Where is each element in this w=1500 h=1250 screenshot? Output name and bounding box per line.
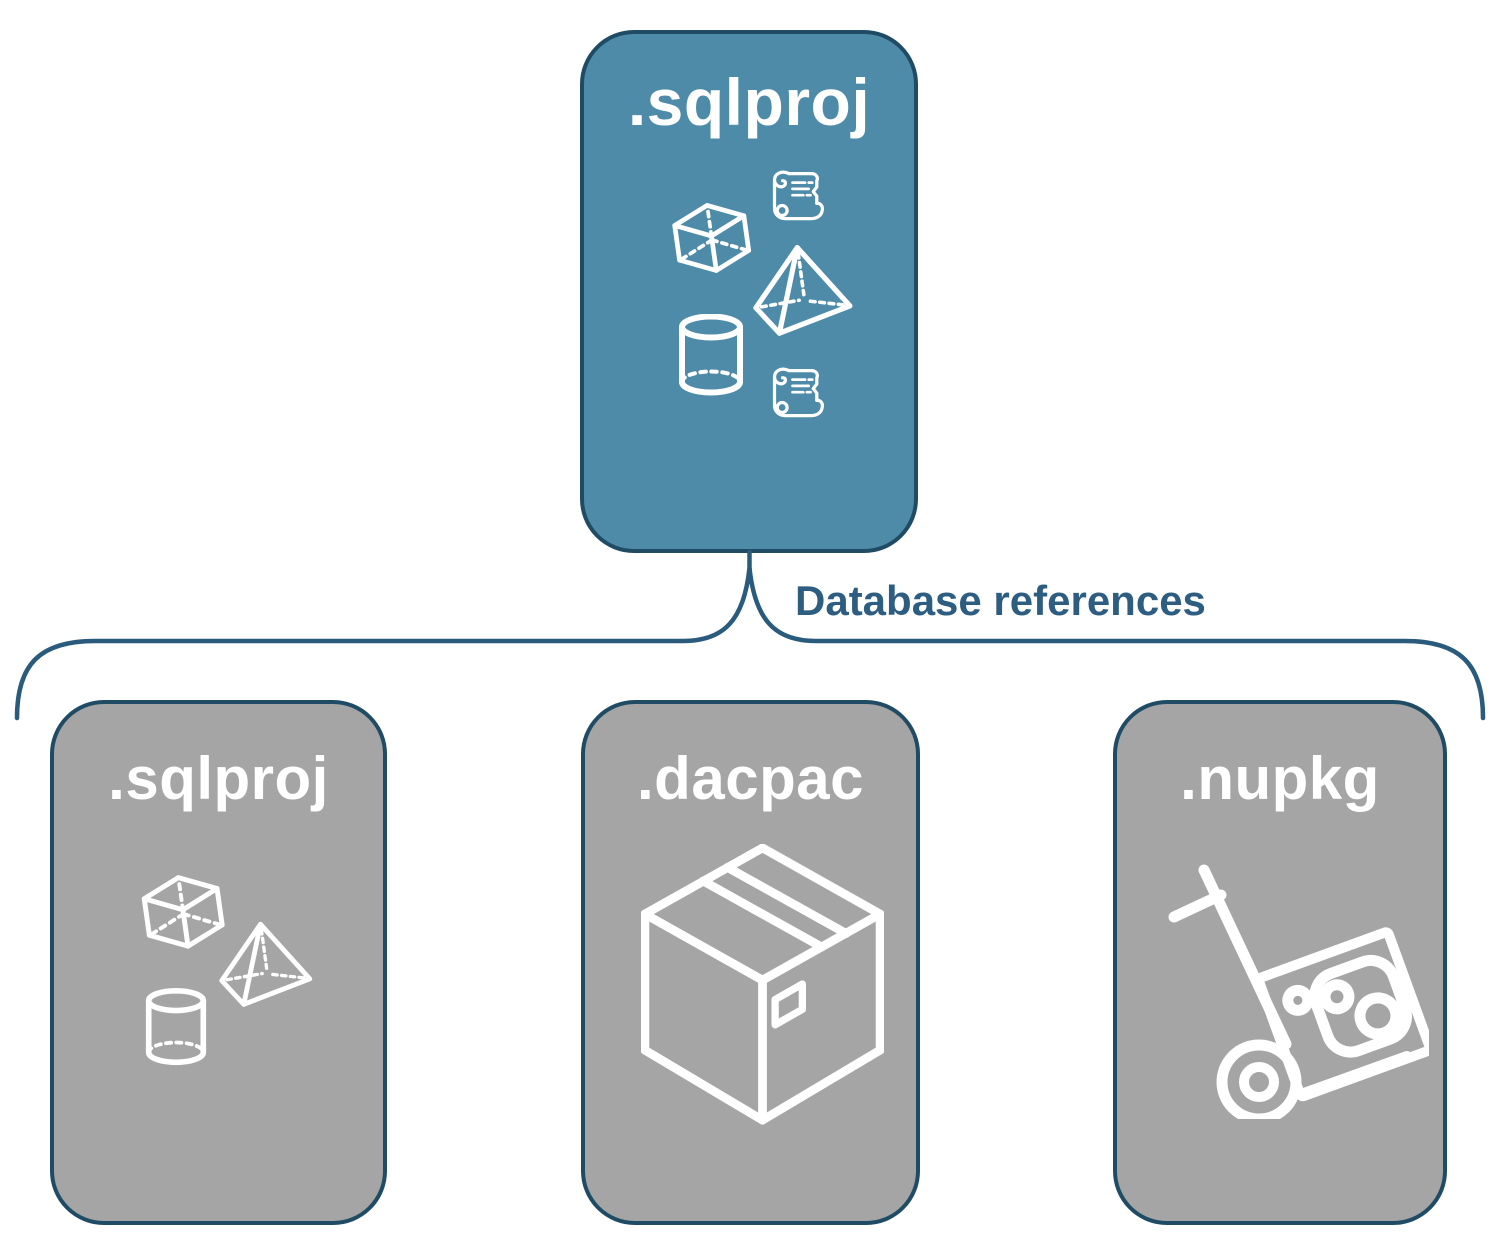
nuget-hand-truck-icon — [1164, 864, 1429, 1119]
child-sqlproj-card: .sqlproj — [50, 700, 387, 1225]
child-dacpac-label: .dacpac — [637, 745, 864, 812]
pyramid-icon — [747, 242, 855, 336]
cube-icon — [141, 874, 226, 954]
child-dacpac-card: .dacpac — [581, 700, 920, 1225]
child-nupkg-label: .nupkg — [1180, 745, 1380, 812]
cube-icon — [672, 202, 752, 278]
parent-sqlproj-label: .sqlproj — [627, 65, 871, 139]
child-sqlproj-label: .sqlproj — [108, 745, 329, 812]
pyramid-icon — [214, 919, 314, 1007]
script-scroll-icon — [770, 169, 824, 225]
database-references-label: Database references — [795, 577, 1206, 624]
parent-sqlproj-card: .sqlproj — [580, 30, 918, 553]
package-box-icon — [641, 844, 884, 1126]
cylinder-icon — [144, 987, 208, 1067]
script-scroll-icon — [770, 366, 824, 422]
cylinder-icon — [677, 314, 745, 396]
child-nupkg-card: .nupkg — [1113, 700, 1447, 1225]
